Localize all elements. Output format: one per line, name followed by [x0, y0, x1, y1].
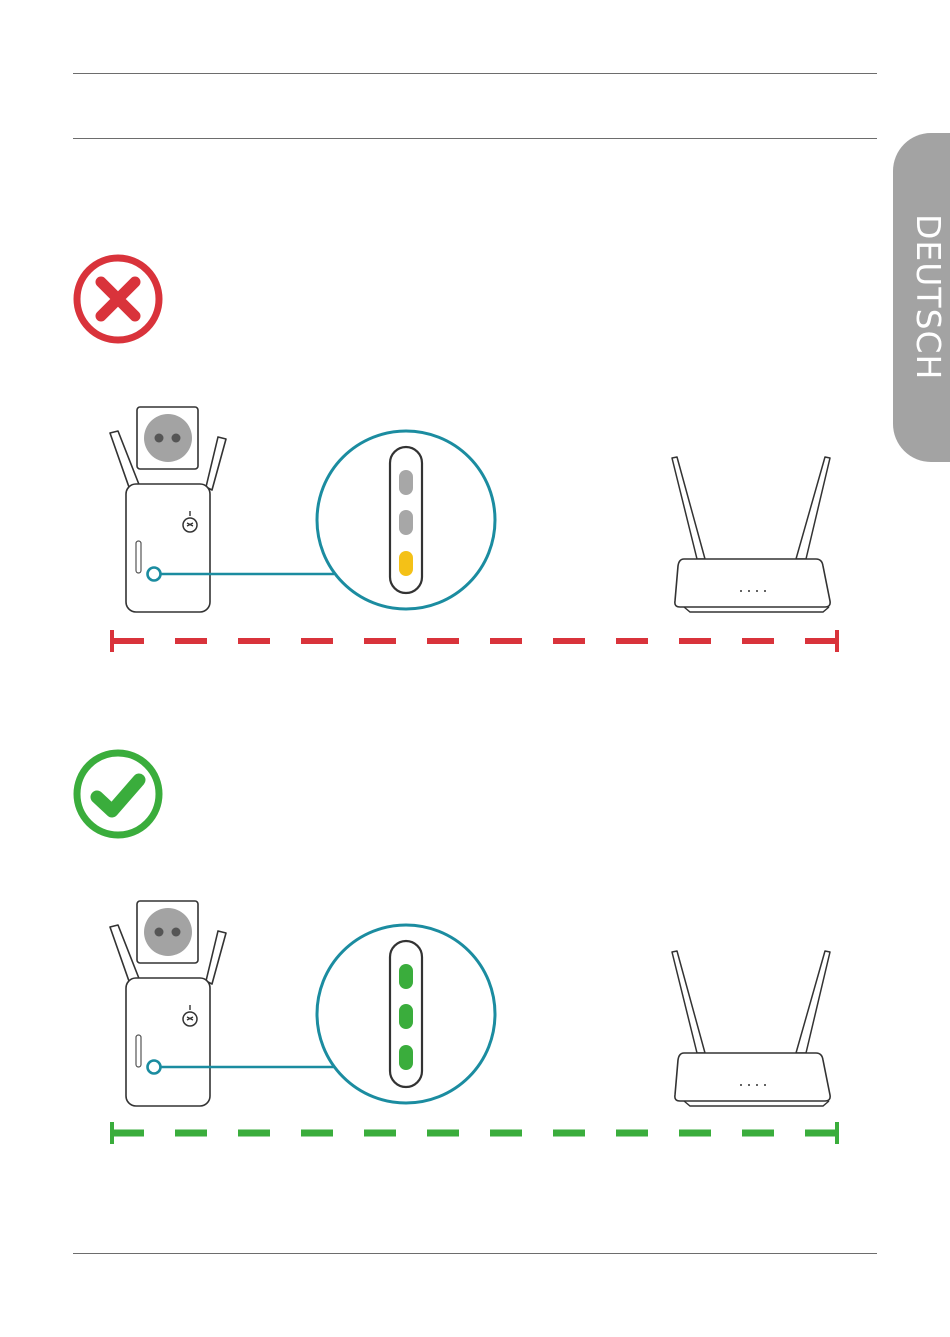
top-rule	[73, 73, 877, 74]
router	[672, 457, 830, 612]
led-power	[399, 470, 413, 495]
led-signal	[399, 551, 413, 576]
range-extender	[110, 901, 226, 1106]
router	[672, 951, 830, 1106]
led-strip	[136, 1035, 141, 1067]
led-wifi	[399, 510, 413, 535]
placement-diagram-good	[0, 744, 950, 1164]
led-power	[399, 964, 413, 989]
header-rule	[73, 138, 877, 139]
range-extender	[110, 407, 226, 612]
placement-diagram-bad	[0, 250, 950, 670]
check-icon	[77, 753, 159, 835]
led-wifi	[399, 1004, 413, 1029]
led-magnifier	[317, 925, 495, 1103]
cross-icon	[77, 258, 159, 340]
footer-rule	[73, 1253, 877, 1254]
placement-too-far	[0, 250, 950, 670]
led-strip	[136, 541, 141, 573]
distance-line-green-dashed	[112, 1122, 837, 1144]
led-signal	[399, 1045, 413, 1070]
distance-line-red-dashed	[112, 630, 837, 652]
led-magnifier	[317, 431, 495, 609]
placement-correct	[0, 744, 950, 1164]
